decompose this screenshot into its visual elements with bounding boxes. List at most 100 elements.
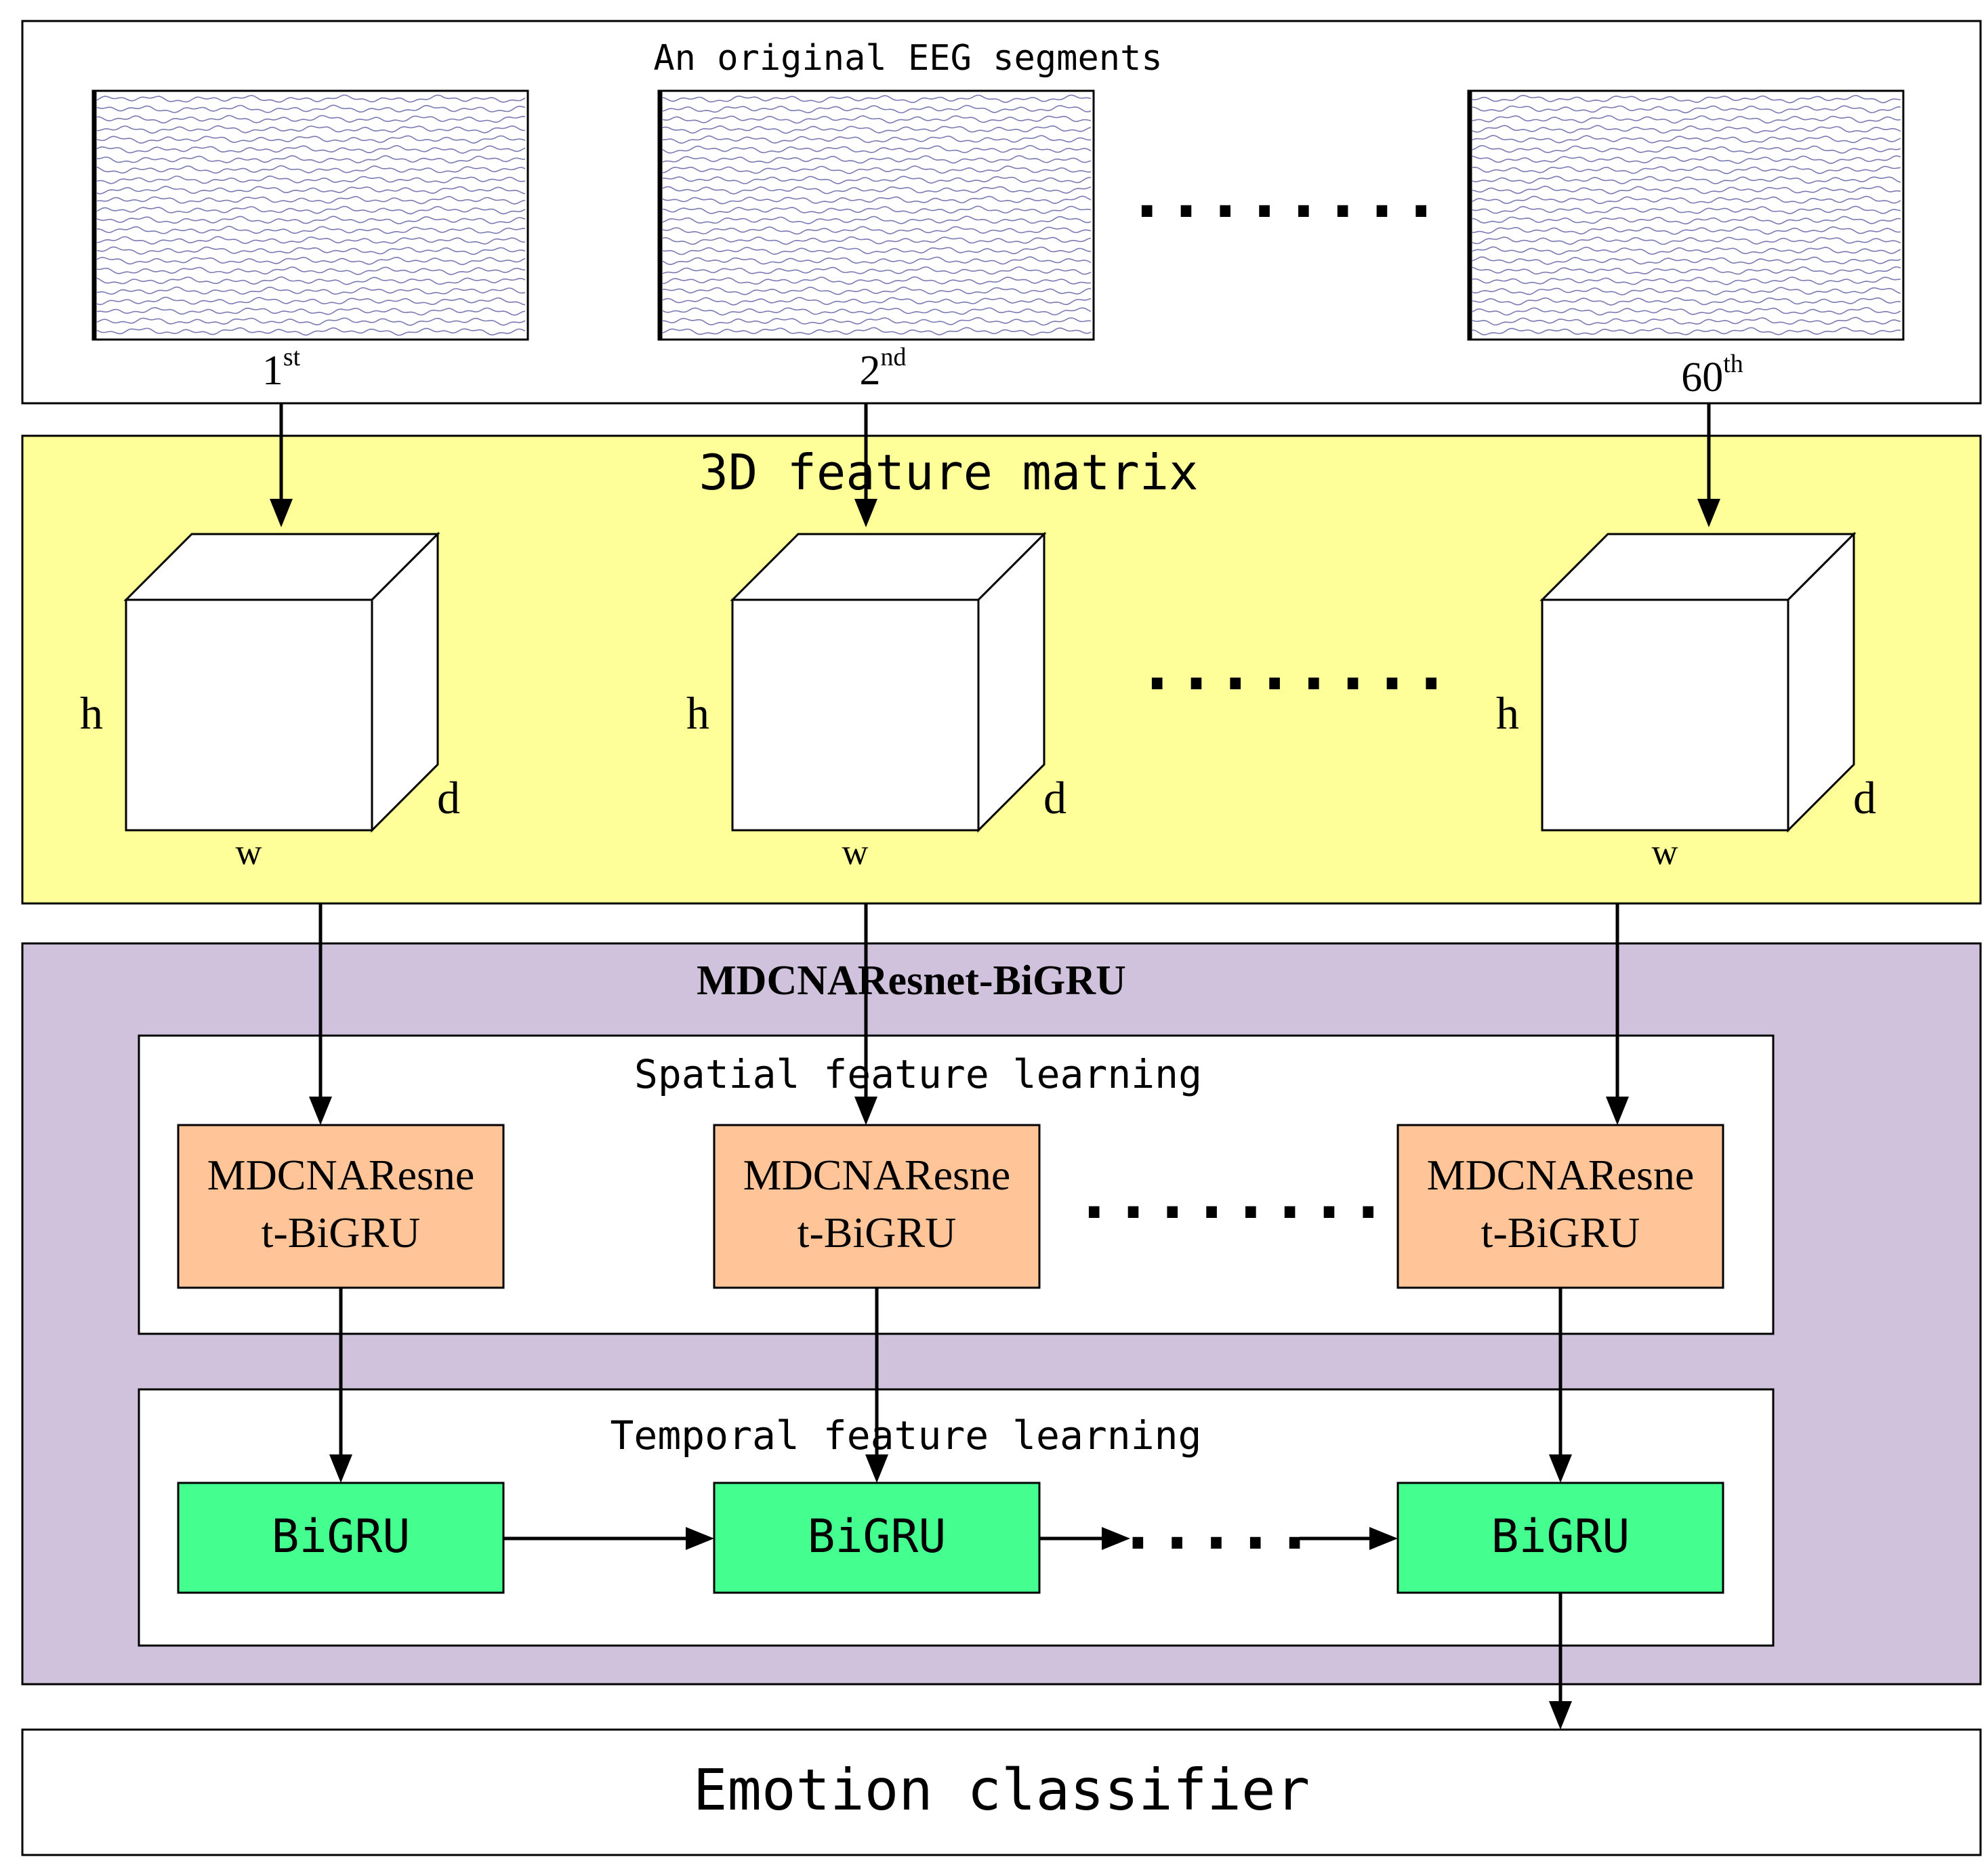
eeg-trace	[1472, 176, 1901, 184]
feature-cube-2nd: h w d	[686, 531, 1067, 872]
eeg-trace	[1472, 276, 1901, 285]
arrow-head	[1369, 1527, 1398, 1550]
feature-cube-60th: h w d	[1496, 531, 1876, 872]
eeg-trace	[96, 125, 526, 134]
eeg-trace	[662, 236, 1092, 245]
segment-number-2nd: 2	[860, 348, 881, 394]
classifier-panel: Emotion classifier	[21, 1728, 1982, 1856]
eeg-trace	[1472, 297, 1901, 306]
arrow-spatial-to-bigru-2nd	[865, 1288, 888, 1483]
eeg-panel: An original EEG segments ........ 1st 2n…	[21, 20, 1982, 405]
bigru-block-box	[1396, 1482, 1724, 1594]
eeg-trace	[662, 317, 1092, 326]
eeg-plot-frame	[91, 89, 529, 341]
feature-panel-title: 3D feature matrix	[699, 444, 1199, 501]
eeg-trace	[1472, 135, 1901, 144]
arrow-bigru-2-to-ellipsis	[1039, 1527, 1130, 1550]
eeg-trace	[1472, 246, 1901, 256]
spatial-block-1st: MDCNAResne t-BiGRU	[177, 1124, 505, 1289]
segment-suffix-1st: st	[283, 343, 301, 371]
arrows-layer	[270, 403, 1720, 1730]
spatial-block-line1: MDCNAResne	[207, 1151, 475, 1199]
spatial-block-line1: MDCNAResne	[743, 1151, 1011, 1199]
eeg-trace	[96, 216, 526, 224]
eeg-trace	[96, 266, 526, 275]
eeg-trace	[1472, 195, 1901, 205]
eeg-trace	[662, 115, 1092, 124]
bigru-block-label: BiGRU	[808, 1510, 947, 1564]
spatial-block-line2: t-BiGRU	[1481, 1208, 1640, 1257]
arrow-head	[1102, 1527, 1130, 1550]
segment-number-60th: 60	[1681, 354, 1723, 401]
eeg-trace	[662, 186, 1092, 195]
spatial-block-box	[713, 1124, 1041, 1289]
cube-h-label: h	[686, 687, 709, 739]
spatial-block-line2: t-BiGRU	[798, 1208, 957, 1257]
model-panel-title: MDCNAResnet-BiGRU	[697, 958, 1126, 1004]
eeg-trace	[96, 145, 526, 154]
classifier-frame	[21, 1728, 1982, 1856]
eeg-trace	[662, 307, 1092, 316]
cube-d-label: d	[1043, 772, 1067, 823]
eeg-trace	[1472, 155, 1901, 164]
spatial-block-line2: t-BiGRU	[262, 1208, 421, 1257]
arrow-cube-to-spatial-2nd	[854, 903, 877, 1125]
eeg-trace	[96, 327, 526, 336]
arrow-eeg-to-cube-2nd	[854, 403, 877, 527]
bigru-block-box	[177, 1482, 505, 1594]
cube-d-label: d	[1853, 772, 1876, 823]
arrow-spatial-to-bigru-1st	[329, 1288, 352, 1483]
segment-label-1st: 1st	[262, 343, 301, 394]
eeg-trace	[1472, 105, 1901, 114]
eeg-plot-1st	[91, 89, 529, 341]
eeg-plot-60th	[1467, 89, 1905, 341]
arrow-head	[1549, 1454, 1572, 1483]
eeg-plot-frame	[1467, 89, 1905, 341]
eeg-trace	[96, 236, 526, 245]
arrow-ellipsis-to-bigru-60	[1300, 1527, 1398, 1550]
eeg-trace	[1472, 307, 1901, 316]
arrow-head	[865, 1454, 888, 1483]
cube-front-face	[125, 598, 373, 832]
eeg-trace	[1472, 115, 1901, 124]
spatial-block-box	[177, 1124, 505, 1289]
eeg-trace	[1472, 94, 1901, 104]
segment-label-2nd: 2nd	[860, 343, 907, 394]
feature-ellipsis: ........	[1138, 629, 1451, 705]
temporal-section-title: Temporal feature learning	[610, 1412, 1202, 1459]
eeg-trace	[1472, 205, 1901, 215]
segment-number-1st: 1	[262, 348, 283, 394]
arrow-spatial-to-bigru-60th	[1549, 1288, 1572, 1483]
eeg-trace	[662, 276, 1092, 285]
eeg-trace	[97, 155, 525, 164]
eeg-trace	[96, 205, 526, 215]
eeg-trace	[96, 175, 526, 184]
eeg-trace	[96, 165, 526, 174]
eeg-trace	[1472, 226, 1901, 235]
segment-suffix-2nd: nd	[881, 343, 907, 371]
eeg-trace	[662, 256, 1092, 266]
eeg-trace	[96, 196, 526, 205]
eeg-trace	[96, 286, 526, 295]
eeg-trace	[1472, 145, 1901, 154]
eeg-trace	[96, 246, 526, 256]
eeg-trace	[96, 307, 526, 316]
eeg-trace	[662, 327, 1092, 336]
eeg-trace	[662, 195, 1092, 205]
eeg-trace	[97, 226, 525, 234]
eeg-trace	[662, 104, 1092, 114]
eeg-panel-title: An original EEG segments	[653, 38, 1162, 79]
arrow-eeg-to-cube-60th	[1697, 403, 1720, 527]
eeg-trace	[662, 205, 1092, 214]
spatial-block-60th: MDCNAResne t-BiGRU	[1396, 1124, 1724, 1289]
eeg-trace	[662, 216, 1092, 224]
eeg-ellipsis: ........	[1127, 157, 1441, 232]
eeg-trace	[1472, 125, 1901, 134]
eeg-trace	[96, 104, 526, 113]
arrow-head	[309, 1097, 332, 1125]
eeg-trace	[1472, 237, 1901, 245]
eeg-trace	[1472, 185, 1901, 195]
bigru-block-60th: BiGRU	[1396, 1482, 1724, 1594]
arrow-bigru-to-classifier	[1549, 1593, 1572, 1730]
arrow-head	[854, 1097, 877, 1125]
